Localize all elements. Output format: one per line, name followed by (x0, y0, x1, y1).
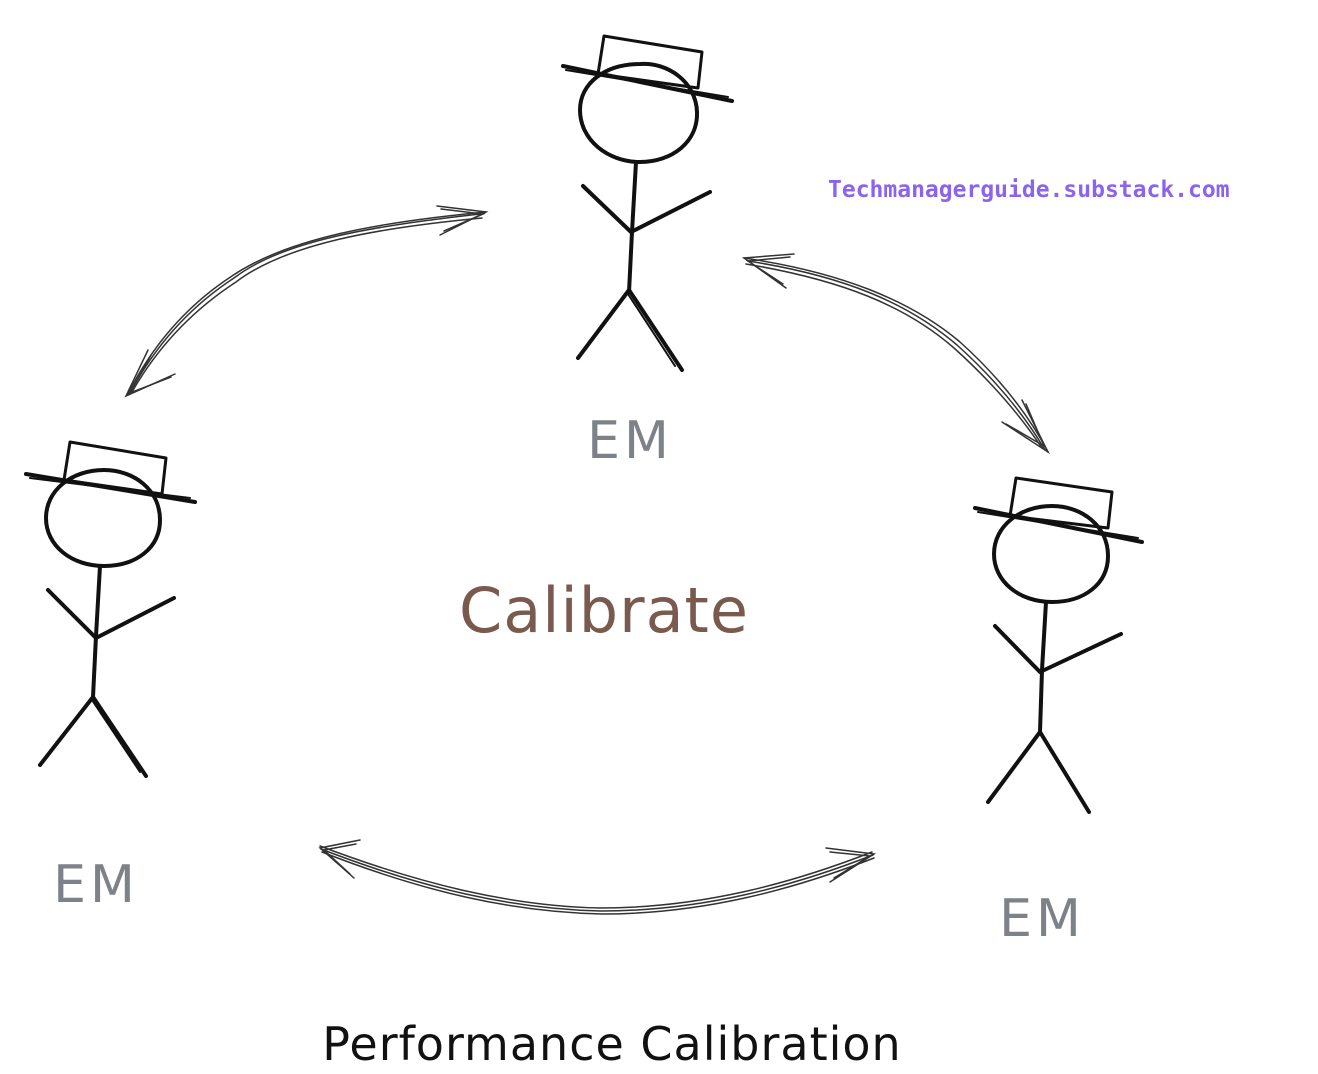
diagram-title: Performance Calibration (322, 1017, 901, 1071)
node-label-left: EM (53, 855, 139, 915)
bidirectional-arrow-top-right (741, 253, 1050, 455)
node-label-top: EM (587, 411, 673, 471)
stick-figure-with-hat-icon (24, 440, 197, 778)
bidirectional-arrow-top-left (124, 205, 489, 398)
bidirectional-arrow-left-right (318, 839, 877, 915)
watermark-text: Techmanagerguide.substack.com (828, 177, 1230, 203)
stick-figure-with-hat-icon (561, 34, 734, 372)
center-label: Calibrate (459, 574, 749, 647)
stick-figure-with-hat-icon (973, 476, 1144, 814)
node-label-right: EM (999, 889, 1085, 949)
